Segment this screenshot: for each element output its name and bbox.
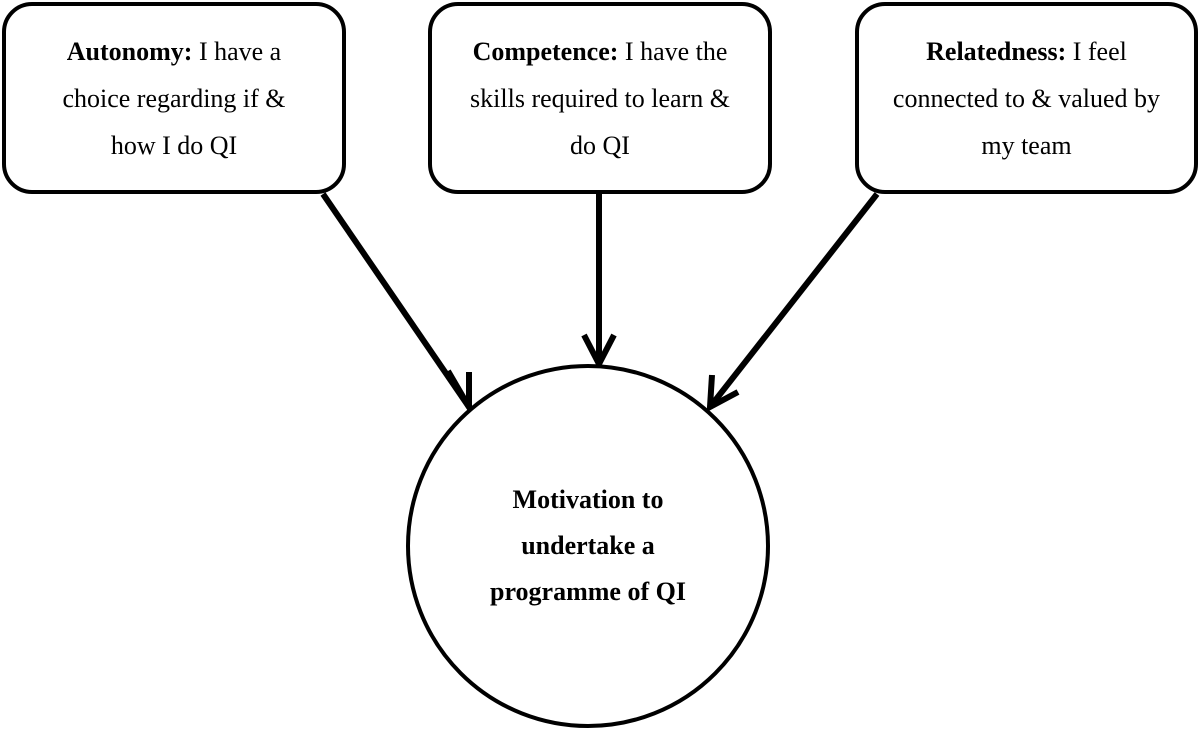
relatedness-term: Relatedness: (926, 36, 1067, 66)
relatedness-description: I feel connected to & valued by my team (892, 36, 1161, 160)
autonomy-box: Autonomy: I have a choice regarding if &… (2, 2, 346, 194)
competence-text: Competence: I have the skills required t… (458, 28, 743, 169)
arrowhead-relatedness (706, 374, 740, 413)
autonomy-text: Autonomy: I have a choice regarding if &… (39, 28, 309, 169)
competence-description: I have the skills required to learn & do… (470, 36, 730, 160)
relatedness-box: Relatedness: I feel connected to & value… (855, 2, 1198, 194)
arrow-autonomy-to-motivation (320, 192, 472, 419)
autonomy-term: Autonomy: (66, 36, 193, 66)
competence-box: Competence: I have the skills required t… (428, 2, 772, 194)
motivation-circle: Motivation to undertake a programme of Q… (406, 364, 770, 728)
relatedness-text: Relatedness: I feel connected to & value… (887, 28, 1167, 169)
arrowhead-autonomy (445, 369, 472, 419)
motivation-label: Motivation to undertake a programme of Q… (490, 485, 686, 606)
arrow-competence-to-motivation (581, 194, 617, 371)
arrow-relatedness-to-motivation (706, 192, 880, 413)
competence-term: Competence: (472, 36, 619, 66)
autonomy-description: I have a choice regarding if & how I do … (62, 36, 286, 160)
